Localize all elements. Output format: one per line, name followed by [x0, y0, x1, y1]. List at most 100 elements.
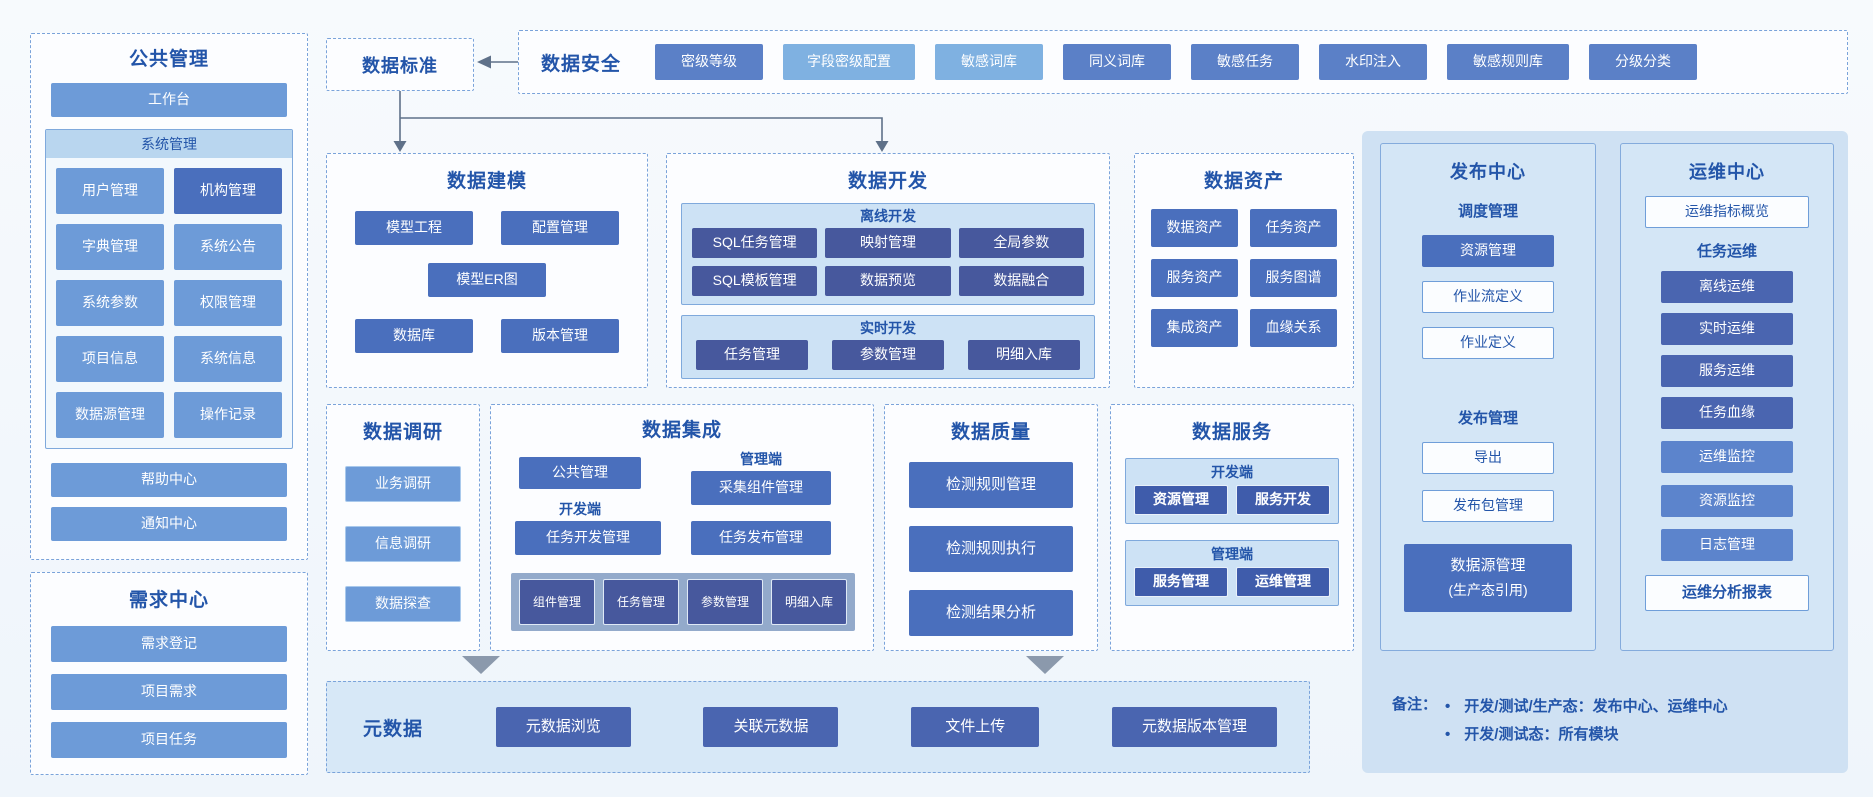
modeling-item-button[interactable]: 版本管理	[501, 319, 619, 353]
offline-item-button[interactable]: SQL任务管理	[692, 228, 818, 258]
release-sched-button[interactable]: 作业流定义	[1422, 281, 1554, 313]
system-item-button[interactable]: 操作记录	[174, 392, 282, 438]
ops-overview-button[interactable]: 运维指标概览	[1645, 196, 1809, 228]
metadata-panel: 元数据 元数据浏览 关联元数据 文件上传 元数据版本管理	[326, 681, 1310, 773]
release-mgmt-label: 发布管理	[1457, 410, 1518, 427]
integration-band-button[interactable]: 任务管理	[603, 579, 679, 625]
integration-dev-side-label: 开发端	[559, 501, 601, 517]
security-item-button[interactable]: 水印注入	[1319, 44, 1428, 80]
integration-band-button[interactable]: 明细入库	[771, 579, 847, 625]
services-mgmt-button[interactable]: 运维管理	[1236, 567, 1330, 597]
help-center-button[interactable]: 帮助中心	[51, 463, 287, 497]
data-standard-title: 数据标准	[362, 55, 438, 76]
security-item-button[interactable]: 密级等级	[655, 44, 764, 80]
release-pub-button[interactable]: 导出	[1422, 442, 1554, 474]
system-item-button[interactable]: 机构管理	[174, 168, 282, 214]
services-mgmt-button[interactable]: 服务管理	[1134, 567, 1228, 597]
demand-center-panel: 需求中心 需求登记 项目需求 项目任务	[30, 572, 308, 775]
demand-item-button[interactable]: 需求登记	[51, 626, 287, 662]
integration-band: 组件管理 任务管理 参数管理 明细入库	[511, 573, 855, 631]
notice-center-button[interactable]: 通知中心	[51, 507, 287, 541]
realtime-item-button[interactable]: 参数管理	[832, 340, 944, 370]
release-center-box: 发布中心 调度管理 资源管理 作业流定义 作业定义 发布管理 导出 发布包管理 …	[1380, 143, 1596, 651]
modeling-item-button[interactable]: 数据库	[355, 319, 473, 353]
release-pub-button[interactable]: 发布包管理	[1422, 490, 1554, 522]
offline-item-button[interactable]: 全局参数	[958, 228, 1084, 258]
metadata-item-button[interactable]: 文件上传	[911, 707, 1040, 747]
quality-item-button[interactable]: 检测规则执行	[909, 526, 1073, 572]
ops-monitor-button[interactable]: 日志管理	[1661, 529, 1793, 561]
metadata-item-button[interactable]: 元数据版本管理	[1111, 707, 1277, 747]
task-ops-button[interactable]: 实时运维	[1661, 313, 1793, 345]
data-research-title: 数据调研	[362, 422, 443, 443]
security-item-button[interactable]: 同义词库	[1063, 44, 1172, 80]
data-security-panel: 数据安全 密级等级 字段密级配置 敏感词库 同义词库 敏感任务 水印注入 敏感规…	[518, 30, 1848, 94]
ops-monitor-button[interactable]: 运维监控	[1661, 441, 1793, 473]
ops-monitor-button[interactable]: 资源监控	[1661, 485, 1793, 517]
security-item-button[interactable]: 敏感词库	[935, 44, 1044, 80]
assets-item-button[interactable]: 服务资产	[1151, 259, 1238, 297]
research-item-button[interactable]: 业务调研	[345, 466, 461, 502]
assets-item-button[interactable]: 数据资产	[1151, 209, 1238, 247]
research-item-button[interactable]: 信息调研	[345, 526, 461, 562]
offline-item-button[interactable]: 数据预览	[825, 266, 951, 296]
system-item-button[interactable]: 字典管理	[56, 224, 164, 270]
integration-band-button[interactable]: 组件管理	[519, 579, 595, 625]
security-item-button[interactable]: 敏感任务	[1191, 44, 1300, 80]
system-item-button[interactable]: 系统信息	[174, 336, 282, 382]
system-item-button[interactable]: 用户管理	[56, 168, 164, 214]
notes-line: 开发/测试态：所有模块	[1464, 726, 1619, 743]
integration-task-dev-button[interactable]: 任务开发管理	[515, 521, 661, 555]
services-dev-button[interactable]: 服务开发	[1236, 485, 1330, 515]
release-sched-button[interactable]: 资源管理	[1422, 235, 1554, 267]
realtime-development-label: 实时开发	[860, 320, 916, 336]
offline-item-button[interactable]: 数据融合	[958, 266, 1084, 296]
modeling-item-button[interactable]: 模型ER图	[428, 263, 546, 297]
modeling-item-button[interactable]: 配置管理	[501, 211, 619, 245]
offline-item-button[interactable]: SQL模板管理	[692, 266, 818, 296]
assets-item-button[interactable]: 血缘关系	[1250, 309, 1337, 347]
system-item-button[interactable]: 数据源管理	[56, 392, 164, 438]
security-item-button[interactable]: 字段密级配置	[783, 44, 916, 80]
quality-item-button[interactable]: 检测规则管理	[909, 462, 1073, 508]
system-item-button[interactable]: 系统公告	[174, 224, 282, 270]
research-item-button[interactable]: 数据探查	[345, 586, 461, 622]
task-ops-button[interactable]: 任务血缘	[1661, 397, 1793, 429]
task-ops-button[interactable]: 离线运维	[1661, 271, 1793, 303]
security-item-button[interactable]: 敏感规则库	[1447, 44, 1570, 80]
offline-item-button[interactable]: 映射管理	[825, 228, 951, 258]
task-ops-button[interactable]: 服务运维	[1661, 355, 1793, 387]
release-datasource-button[interactable]: 数据源管理 (生产态引用)	[1404, 544, 1572, 612]
notes-line: 开发/测试/生产态：发布中心、运维中心	[1464, 698, 1728, 715]
assets-item-button[interactable]: 任务资产	[1250, 209, 1337, 247]
modeling-item-button[interactable]: 模型工程	[355, 211, 473, 245]
data-assets-panel: 数据资产 数据资产 任务资产 服务资产 服务图谱 集成资产 血缘关系	[1134, 153, 1354, 388]
realtime-item-button[interactable]: 任务管理	[696, 340, 808, 370]
services-dev-button[interactable]: 资源管理	[1134, 485, 1228, 515]
system-item-button[interactable]: 项目信息	[56, 336, 164, 382]
security-item-button[interactable]: 分级分类	[1589, 44, 1698, 80]
assets-item-button[interactable]: 服务图谱	[1250, 259, 1337, 297]
metadata-item-button[interactable]: 元数据浏览	[495, 707, 631, 747]
workbench-button[interactable]: 工作台	[51, 83, 287, 117]
integration-band-button[interactable]: 参数管理	[687, 579, 763, 625]
release-sched-button[interactable]: 作业定义	[1422, 327, 1554, 359]
integration-collect-mgmt-button[interactable]: 采集组件管理	[691, 471, 831, 505]
release-center-title: 发布中心	[1450, 162, 1526, 182]
assets-item-button[interactable]: 集成资产	[1151, 309, 1238, 347]
demand-item-button[interactable]: 项目任务	[51, 722, 287, 758]
realtime-item-button[interactable]: 明细入库	[968, 340, 1080, 370]
ops-report-button[interactable]: 运维分析报表	[1645, 575, 1809, 611]
integration-mgmt-side-label: 管理端	[740, 451, 782, 467]
quality-item-button[interactable]: 检测结果分析	[909, 590, 1073, 636]
demand-item-button[interactable]: 项目需求	[51, 674, 287, 710]
integration-task-pub-button[interactable]: 任务发布管理	[691, 521, 831, 555]
services-dev-label: 开发端	[1211, 464, 1253, 480]
system-item-button[interactable]: 权限管理	[174, 280, 282, 326]
public-management-title: 公共管理	[128, 49, 209, 70]
bullet-icon: •	[1445, 726, 1451, 743]
integration-public-mgmt-button[interactable]: 公共管理	[519, 457, 641, 489]
metadata-item-button[interactable]: 关联元数据	[703, 707, 839, 747]
system-item-button[interactable]: 系统参数	[56, 280, 164, 326]
